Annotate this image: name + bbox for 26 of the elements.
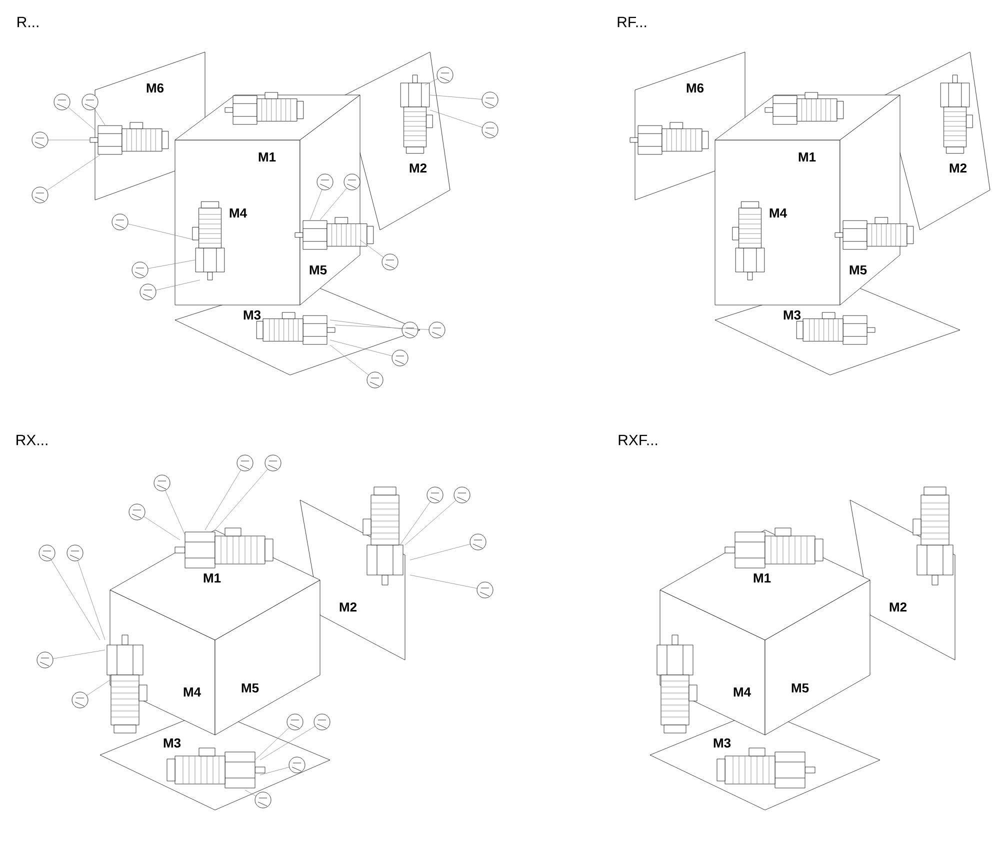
position-label: M1 bbox=[798, 152, 816, 162]
position-label: M6 bbox=[686, 83, 704, 93]
position-label: M2 bbox=[340, 602, 357, 612]
position-label: M6 bbox=[146, 83, 164, 93]
position-label: M2 bbox=[950, 163, 967, 173]
position-label: M1 bbox=[754, 574, 771, 582]
panel-title: RXF... bbox=[618, 434, 658, 446]
position-label: M5 bbox=[242, 683, 259, 693]
position-label: M5 bbox=[850, 265, 867, 275]
position-label: M4 bbox=[184, 688, 201, 696]
position-label: M3 bbox=[244, 310, 261, 320]
position-label: M4 bbox=[734, 688, 751, 696]
position-label: M3 bbox=[164, 738, 181, 748]
position-label: M5 bbox=[792, 683, 809, 693]
position-label: M2 bbox=[410, 163, 427, 173]
panel-title: RF... bbox=[618, 16, 646, 28]
position-label: M3 bbox=[784, 310, 801, 320]
position-label: M3 bbox=[714, 738, 731, 748]
panel-title: RX... bbox=[16, 434, 48, 446]
position-label: M4 bbox=[770, 208, 787, 218]
panel-title: R... bbox=[18, 16, 38, 28]
position-label: M1 bbox=[258, 152, 276, 162]
position-label: M5 bbox=[310, 265, 327, 275]
position-label: M2 bbox=[890, 602, 907, 612]
position-label: M1 bbox=[204, 574, 221, 582]
position-label: M4 bbox=[230, 208, 247, 218]
